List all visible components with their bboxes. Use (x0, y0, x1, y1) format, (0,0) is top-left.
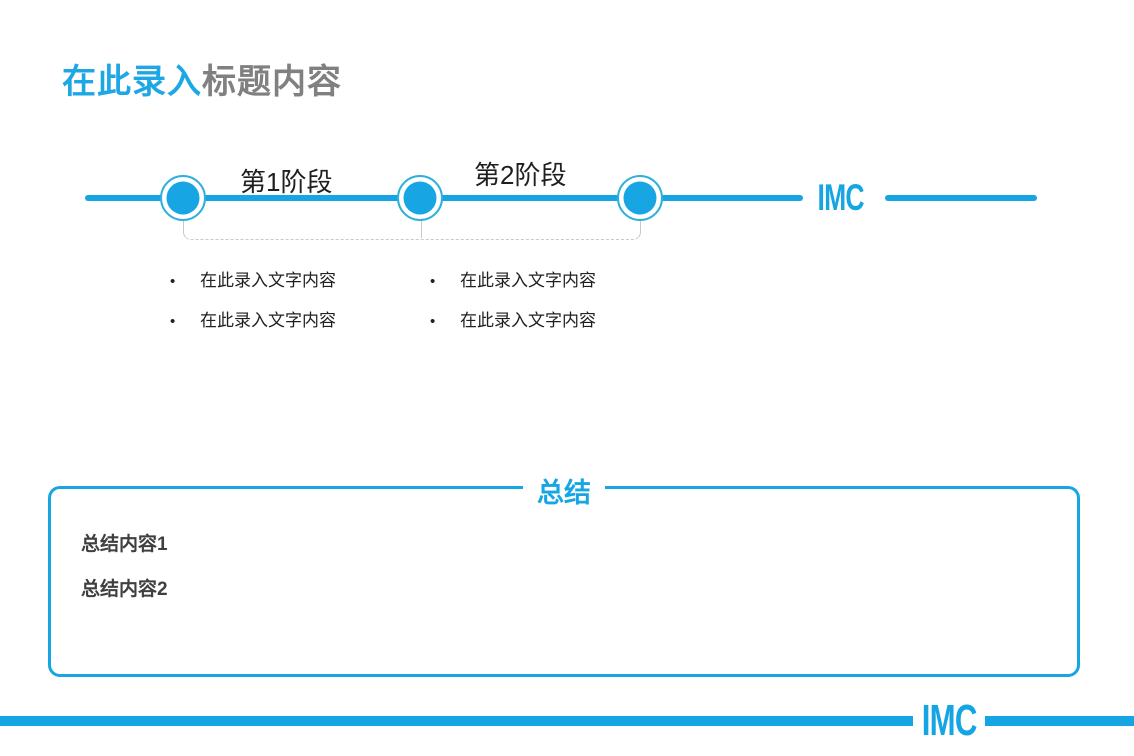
bullet-text: 在此录入文字内容 (200, 271, 336, 290)
footer-bar-left (0, 716, 913, 726)
page-title-highlight: 在此录入 (62, 63, 202, 101)
stage-group-bracket (183, 221, 641, 240)
summary-item-list: 总结内容1 总结内容2 (51, 489, 1077, 601)
timeline-line-right (885, 195, 1037, 201)
stage-2-bullet-list: • 在此录入文字内容 • 在此录入文字内容 (430, 266, 596, 346)
page-title: 在此录入标题内容 (62, 54, 342, 103)
timeline-node-2-dot (403, 181, 437, 215)
list-item: • 在此录入文字内容 (170, 266, 336, 291)
stage-1-bullet-list: • 在此录入文字内容 • 在此录入文字内容 (170, 266, 336, 346)
bullet-text: 在此录入文字内容 (200, 311, 336, 330)
brand-logo-top-text: IMC (817, 177, 865, 219)
summary-item: 总结内容2 (81, 579, 168, 600)
bullet-dot-icon: • (430, 313, 436, 330)
stage-1-label: 第1阶段 (240, 167, 333, 197)
bullet-text: 在此录入文字内容 (460, 271, 596, 290)
summary-item: 总结内容1 (81, 534, 168, 555)
timeline-line-left (85, 195, 803, 201)
timeline-node-2 (397, 175, 443, 221)
brand-logo-top: IMC (800, 177, 882, 219)
summary-box-title: 总结 (523, 471, 605, 510)
bullet-text: 在此录入文字内容 (460, 311, 596, 330)
stage-group-bracket-divider (421, 221, 422, 238)
bullet-dot-icon: • (170, 313, 176, 330)
bullet-dot-icon: • (430, 273, 436, 290)
list-item: • 在此录入文字内容 (430, 306, 596, 331)
timeline-node-3 (617, 175, 663, 221)
timeline-node-1-dot (166, 181, 200, 215)
list-item: • 在此录入文字内容 (430, 266, 596, 291)
timeline-node-1 (160, 175, 206, 221)
page-title-rest: 标题内容 (202, 63, 342, 101)
stage-2-label: 第2阶段 (474, 160, 567, 190)
summary-box: 总结 总结内容1 总结内容2 (48, 471, 1080, 677)
bullet-dot-icon: • (170, 273, 176, 290)
list-item: • 在此录入文字内容 (170, 306, 336, 331)
brand-logo-bottom: IMC (909, 697, 989, 745)
footer-bar-right (985, 716, 1134, 726)
brand-logo-bottom-text: IMC (921, 697, 978, 745)
timeline-node-3-dot (623, 181, 657, 215)
